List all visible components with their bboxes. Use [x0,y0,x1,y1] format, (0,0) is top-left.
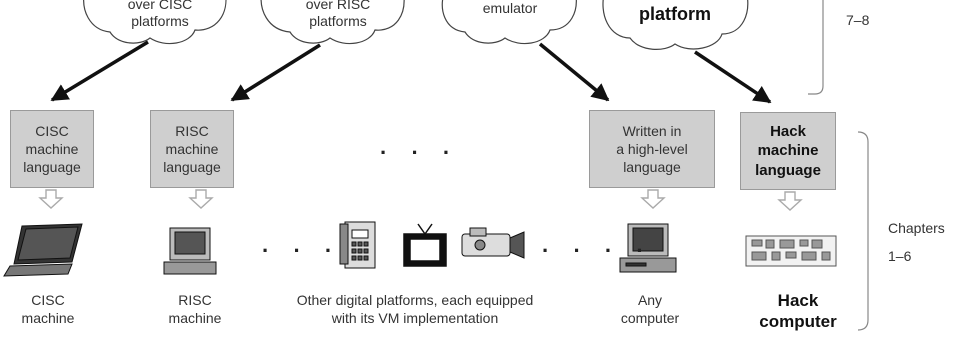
box-high-level-line-2: a high-level [616,140,688,157]
cloud-cisc-line-2: platforms [131,12,189,29]
hollow-arrows [38,189,803,211]
box-risc-language: RISC machine language [150,110,234,188]
bracket-bottom [857,131,869,331]
label-other-line-1: Other digital platforms, each equipped [296,292,534,308]
box-cisc-line-3: language [23,159,81,176]
cloud-platform-line-1: platform [639,4,711,24]
cloud-emulator [441,0,577,45]
cloud-cisc-line-1: over CISC [127,0,193,12]
ellipsis-middle: · · · [380,140,460,165]
label-risc-machine: RISC machine [155,292,235,327]
box-high-level-line-3: language [623,159,681,176]
cloud-risc-text: over RISC platforms [283,0,393,30]
box-high-level-line-1: Written in [622,122,682,139]
telephone-icon [339,221,376,269]
box-risc-line-3: language [163,159,221,176]
box-high-level-language: Written in a high-level language [589,110,715,188]
cloud-cisc-text: over CISC platforms [105,0,215,30]
label-risc-line-1: RISC [178,292,212,308]
box-hack-line-1: Hack [770,122,806,140]
cloud-risc-line-2: platforms [309,12,367,29]
camcorder-icon [461,227,525,259]
box-hack-language: Hack machine language [740,112,836,190]
box-hack-line-2: machine [757,142,819,160]
box-cisc-line-2: machine [25,140,79,157]
label-hack-line-1: Hack [777,291,819,310]
label-risc-line-2: machine [168,309,222,326]
label-other-platforms: Other digital platforms, each equipped w… [270,292,560,327]
cloud-risc-line-1: over RISC [305,0,371,12]
television-icon [403,223,447,267]
arrow-emulator [538,42,610,102]
circuit-board-icon [745,235,837,267]
computer-icon [619,223,677,273]
box-cisc-language: CISC machine language [10,110,94,188]
chapters-bottom-title: Chapters [888,220,945,236]
arrow-cisc [50,40,149,102]
cloud-cisc [83,0,227,45]
arrow-platform [694,50,772,104]
cloud-emulator-line-1: emulator [482,0,538,16]
label-any-line-1: Any [637,292,663,308]
box-risc-line-1: RISC [175,122,209,139]
box-risc-line-2: machine [165,140,219,157]
bracket-top [808,0,824,95]
ellipsis-right: · · · · [542,238,653,263]
cloud-platform [602,0,749,50]
desktop-computer-icon [163,227,217,275]
label-cisc-line-1: CISC [31,292,65,308]
cloud-emulator-text: emulator [460,0,560,17]
label-any-computer: Any computer [610,292,690,327]
box-cisc-line-1: CISC [35,122,69,139]
label-other-line-2: with its VM implementation [331,309,499,326]
ellipsis-left: · · · [262,238,342,263]
label-hack-line-2: computer [759,312,837,332]
box-hack-line-3: language [755,161,821,179]
label-cisc-machine: CISC machine [8,292,88,327]
arrow-risc [230,43,321,102]
label-hack-computer: Hack computer [740,290,856,333]
label-cisc-line-2: machine [21,309,75,326]
cloud-risc [260,0,405,45]
chapters-top-label: 7–8 [846,12,870,28]
cloud-platform-text: platform [620,4,730,26]
chapters-bottom-range: 1–6 [888,248,912,264]
laptop-icon [3,223,83,277]
label-any-line-2: computer [620,309,680,326]
